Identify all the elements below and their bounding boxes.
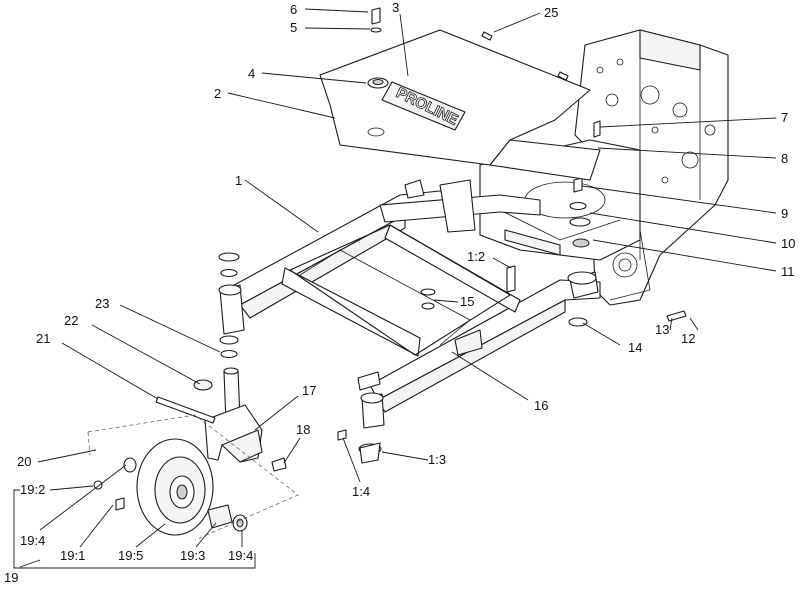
callout-14: 14 bbox=[628, 340, 642, 355]
callout-19-5: 19:5 bbox=[118, 548, 143, 563]
callout-1-3: 1:3 bbox=[428, 452, 446, 467]
callout-21: 21 bbox=[36, 331, 50, 346]
callout-11: 11 bbox=[781, 264, 795, 279]
callout-6: 6 bbox=[290, 2, 297, 17]
top-cover-plate: PROLINE bbox=[319, 7, 601, 181]
callout-17: 17 bbox=[302, 383, 316, 398]
callout-5: 5 bbox=[290, 20, 297, 35]
callout-19-1: 19:1 bbox=[60, 548, 85, 563]
callout-1: 1 bbox=[235, 173, 242, 188]
callout-19: 19 bbox=[4, 570, 18, 585]
callout-7: 7 bbox=[781, 110, 788, 125]
callout-9: 9 bbox=[781, 206, 788, 221]
caster-assembly bbox=[87, 252, 299, 541]
callout-10: 10 bbox=[781, 236, 795, 251]
callout-18: 18 bbox=[296, 422, 310, 437]
callout-19-4a: 19:4 bbox=[20, 533, 45, 548]
callout-20: 20 bbox=[17, 454, 31, 469]
frame-hardware bbox=[337, 120, 687, 464]
callout-22: 22 bbox=[64, 313, 78, 328]
callout-1-4: 1:4 bbox=[352, 484, 370, 499]
callout-3: 3 bbox=[392, 0, 399, 15]
callout-13: 13 bbox=[655, 322, 669, 337]
callout-15: 15 bbox=[460, 294, 474, 309]
callout-25: 25 bbox=[544, 5, 558, 20]
pivot-hub-stack bbox=[567, 177, 599, 327]
callout-2: 2 bbox=[214, 86, 221, 101]
callout-16: 16 bbox=[534, 398, 548, 413]
callout-1-2: 1:2 bbox=[467, 249, 485, 264]
callout-12: 12 bbox=[681, 331, 695, 346]
leader-lines bbox=[13, 8, 777, 569]
main-frame bbox=[218, 179, 601, 429]
callout-19-4b: 19:4 bbox=[228, 548, 253, 563]
callout-8: 8 bbox=[781, 151, 788, 166]
callout-23: 23 bbox=[95, 296, 109, 311]
callout-19-2: 19:2 bbox=[20, 482, 45, 497]
callout-4: 4 bbox=[248, 66, 255, 81]
callout-19-3: 19:3 bbox=[180, 548, 205, 563]
callout-labels: 6 5 3 25 4 2 7 8 1 9 10 11 1:2 15 23 13 … bbox=[4, 0, 795, 585]
